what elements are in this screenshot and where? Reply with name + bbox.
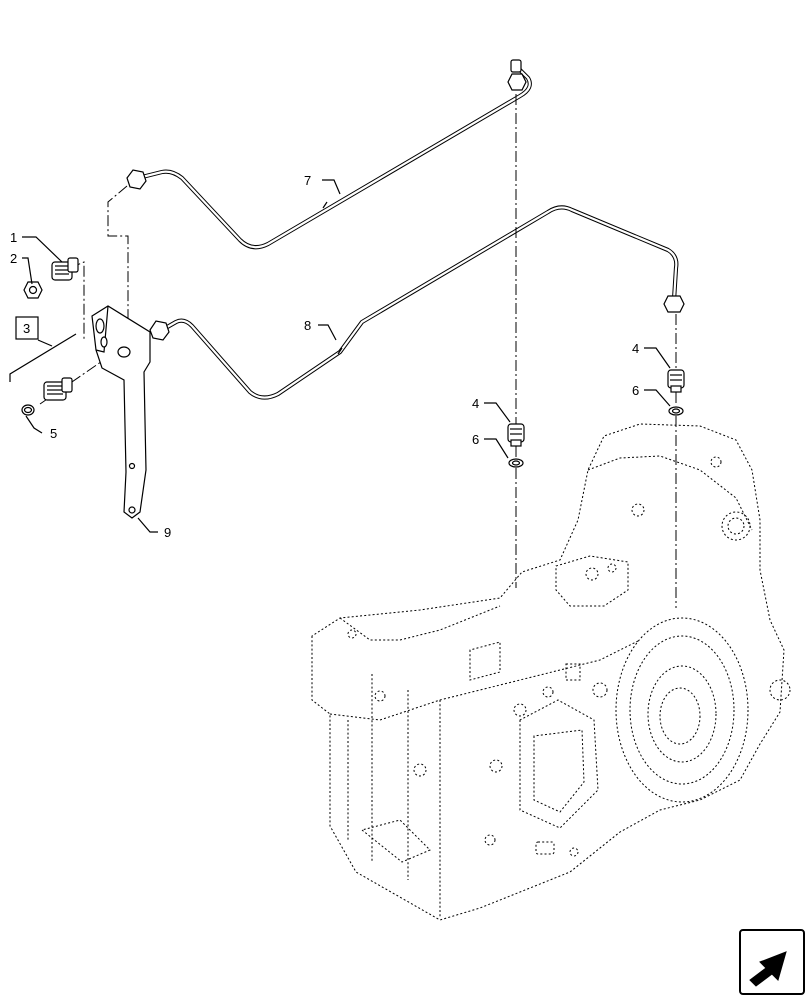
callout-7: 7 [304,173,311,188]
fitting-4-right [667,369,685,393]
callout-8: 8 [304,318,311,333]
callout-4-right: 4 [632,341,639,356]
pipe-7 [126,59,532,250]
callout-6-middle: 6 [472,432,479,447]
callout-2: 2 [10,251,17,266]
fitting-lower [43,377,73,401]
pipe-8 [149,205,685,400]
fitting-4-middle [507,423,525,447]
fitting-1 [51,257,79,281]
callout-6-right: 6 [632,383,639,398]
transmission-housing [311,423,791,921]
arrow-icon[interactable] [739,929,805,995]
o-ring-5 [21,404,35,416]
washer-6-middle [508,458,524,468]
callout-5: 5 [50,426,57,441]
leader-lines [22,179,671,533]
callout-4-middle: 4 [472,396,479,411]
callout-1: 1 [10,230,17,245]
reference-box-3 [9,316,77,382]
washer-6-right [668,406,684,416]
nut-2 [23,281,43,299]
callout-3: 3 [23,321,30,336]
callout-9: 9 [164,525,171,540]
bracket-9 [91,305,151,519]
